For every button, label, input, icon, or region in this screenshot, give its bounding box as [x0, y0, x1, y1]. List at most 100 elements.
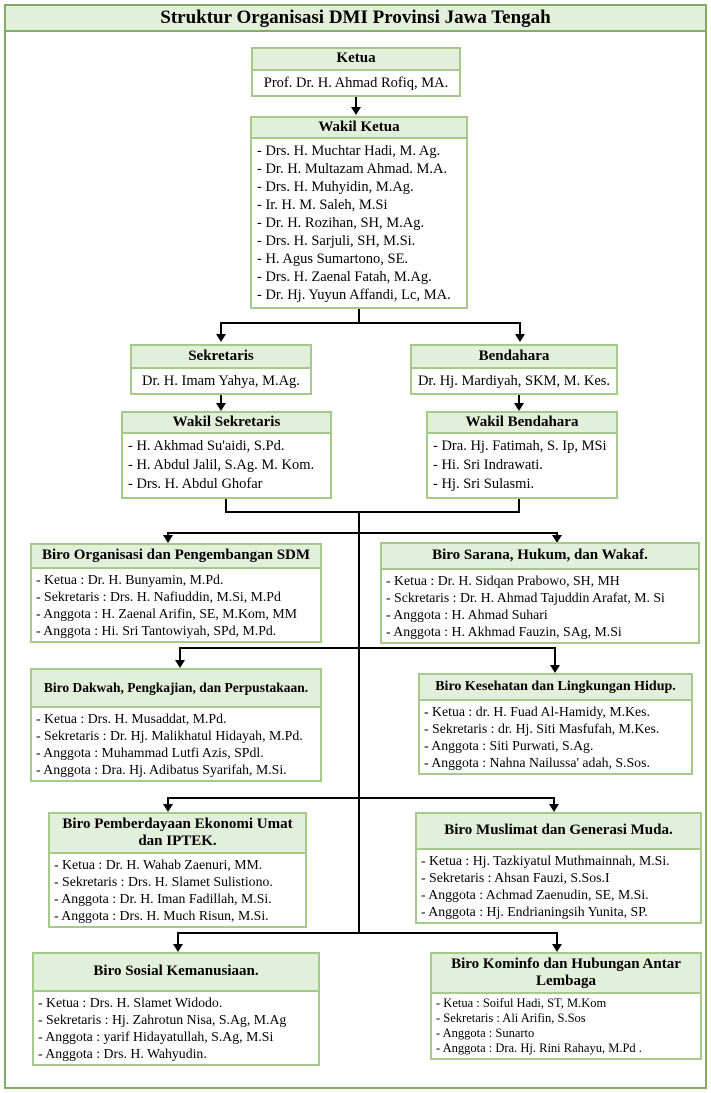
node-biro-kominfo: Biro Kominfo dan Hubungan Antar Lembaga … — [430, 952, 702, 1060]
list-item: - Drs. H. Sarjuli, SH, M.Si. — [257, 233, 416, 249]
node-biro-dakwah-list: - Ketua : Drs. H. Musaddat, M.Pd. - Sekre… — [32, 708, 320, 780]
list-item: - Anggota : Siti Purwati, S.Ag. — [424, 738, 594, 753]
node-sekretaris: Sekretaris Dr. H. Imam Yahya, M.Ag. — [130, 344, 312, 395]
connector-line — [553, 797, 555, 805]
arrow-down-icon — [351, 107, 361, 115]
connector-line — [179, 647, 181, 661]
list-item: - Sekretaris : Ahsan Fauzi, S.Sos.I — [421, 870, 610, 885]
list-item: - Hj. Sri Sulasmi. — [433, 476, 535, 492]
arrow-down-icon — [552, 944, 562, 952]
list-item: - Anggota : Sunarto — [436, 1026, 535, 1040]
connector-line — [225, 511, 520, 513]
connector-line — [167, 797, 169, 805]
list-item: - Dr. H. Rozihan, SH, M.Ag. — [257, 215, 425, 231]
list-item: - Drs. H. Abdul Ghofar — [128, 476, 263, 492]
node-bendahara-header: Bendahara — [412, 346, 616, 369]
list-item: - Anggota : Dra. Hj. Rini Rahayu, M.Pd . — [436, 1041, 642, 1055]
list-item: - Dra. Hj. Fatimah, S. Ip, MSi — [433, 438, 607, 454]
node-biro-sosial-header: Biro Sosial Kemanusiaan. — [34, 954, 318, 992]
list-item: - Anggota : Drs. H. Much Risun, M.Si. — [54, 908, 269, 923]
node-biro-organisasi-list: - Ketua : Dr. H. Bunyamin, M.Pd.- Sekret… — [32, 569, 320, 641]
arrow-down-icon — [175, 660, 185, 668]
node-biro-sarana: Biro Sarana, Hukum, dan Wakaf. - Ketua :… — [380, 542, 700, 644]
list-item: - Anggota : Hj. Endrianingsih Yunita, SP… — [421, 904, 648, 919]
arrow-down-icon — [552, 535, 562, 543]
node-ketua-header: Ketua — [253, 49, 459, 71]
connector-spine — [358, 511, 360, 934]
node-sekretaris-name: Dr. H. Imam Yahya, M.Ag. — [132, 369, 310, 393]
list-item: - Anggota : Achmad Zaenudin, SE, M.Si. — [421, 887, 649, 902]
node-biro-kesehatan-list: - Ketua : dr. H. Fuad Al-Hamidy, M.Kes.-… — [420, 701, 691, 773]
connector-line — [554, 647, 556, 666]
list-item: - Sekretaris : Drs. H. Slamet Sulistiono… — [54, 874, 273, 889]
node-biro-dakwah: Biro Dakwah, Pengkajian, dan Perpustakaa… — [30, 668, 322, 782]
node-wakil-sekretaris-list: - H. Akhmad Su'aidi, S.Pd. - H. Abdul Jal… — [123, 434, 330, 497]
node-ketua: Ketua Prof. Dr. H. Ahmad Rofiq, MA. — [251, 47, 461, 97]
node-biro-muslimat: Biro Muslimat dan Generasi Muda. - Ketua… — [415, 812, 702, 924]
arrow-down-icon — [514, 403, 524, 411]
list-item: - Drs. H. Muchtar Hadi, M. Ag. — [257, 143, 441, 159]
connector-line — [556, 532, 558, 537]
node-wakil-ketua: Wakil Ketua - Drs. H. Muchtar Hadi, M. A… — [250, 116, 468, 309]
list-item: - Drs. H. Muhyidin, M.Ag. — [257, 179, 414, 195]
connector-line — [518, 392, 520, 403]
node-biro-organisasi: Biro Organisasi dan Pengembangan SDM - K… — [30, 543, 322, 643]
node-biro-organisasi-header: Biro Organisasi dan Pengembangan SDM — [32, 545, 320, 569]
list-item: - Ketua : Soiful Hadi, ST, M.Kom — [436, 996, 607, 1010]
list-item: - Anggota : H. Akhmad Fauzin, SAg, M.Si — [386, 624, 622, 639]
node-biro-kominfo-list: - Ketua : Soiful Hadi, ST, M.Kom- Sekret… — [432, 994, 700, 1058]
connector-line — [167, 797, 555, 799]
connector-line — [167, 532, 558, 534]
arrow-down-icon — [163, 804, 173, 812]
list-item: - Ketua : Dr. H. Bunyamin, M.Pd. — [36, 572, 224, 587]
list-item: - H. Akhmad Su'aidi, S.Pd. — [128, 438, 285, 454]
list-item: - Hi. Sri Indrawati. — [433, 457, 543, 473]
node-ketua-name: Prof. Dr. H. Ahmad Rofiq, MA. — [253, 71, 459, 95]
list-item: - Anggota : yarif Hidayatullah, S.Ag, M.… — [38, 1029, 274, 1044]
node-biro-pemberdayaan-list: - Ketua : Dr. H. Wahab Zaenuri, MM.- Sek… — [50, 854, 305, 926]
connector-line — [177, 932, 179, 945]
list-item: - Anggota : H. Ahmad Suhari — [386, 607, 548, 622]
connector-line — [355, 93, 357, 108]
node-biro-kominfo-header: Biro Kominfo dan Hubungan Antar Lembaga — [432, 954, 700, 994]
connector-line — [518, 492, 520, 513]
list-item: - Anggota : Muhammad Lutfi Azis, SPdl. — [36, 745, 264, 760]
list-item: - Anggota : Dra. Hj. Adibatus Syarifah, … — [36, 762, 287, 777]
list-item: - Anggota : Dr. H. Iman Fadillah, M.Si. — [54, 891, 272, 906]
node-biro-pemberdayaan: Biro Pemberdayaan Ekonomi Umat dan IPTEK… — [48, 812, 307, 928]
node-wakil-ketua-list: - Drs. H. Muchtar Hadi, M. Ag.- Dr. H. M… — [252, 139, 466, 307]
list-item: - Ir. H. M. Saleh, M.Si — [257, 197, 388, 213]
list-item: - Sekretaris : Hj. Zahrotun Nisa, S.Ag, … — [38, 1012, 287, 1027]
arrow-down-icon — [173, 944, 183, 952]
node-bendahara: Bendahara Dr. Hj. Mardiyah, SKM, M. Kes. — [410, 344, 618, 395]
node-biro-sosial-list: - Ketua : Drs. H. Slamet Widodo.- Sekret… — [34, 992, 318, 1064]
list-item: - Sekretaris : dr. Hj. Siti Masfufah, M.… — [424, 721, 660, 736]
node-wakil-bendahara-list: - Dra. Hj. Fatimah, S. Ip, MSi - Hi. Sri … — [428, 434, 616, 497]
list-item: - Anggota : H. Zaenal Arifin, SE, M.Kom,… — [36, 606, 297, 621]
list-item: - H. Abdul Jalil, S.Ag. M. Kom. — [128, 457, 315, 473]
node-biro-kesehatan-header: Biro Kesehatan dan Lingkungan Hidup. — [420, 675, 691, 701]
connector-line — [167, 532, 169, 537]
arrow-down-icon — [515, 334, 525, 342]
node-wakil-sekretaris-header: Wakil Sekretaris — [123, 413, 330, 434]
node-wakil-ketua-header: Wakil Ketua — [252, 118, 466, 139]
connector-line — [358, 305, 360, 323]
list-item: - H. Agus Sumartono, SE. — [257, 251, 409, 267]
arrow-down-icon — [550, 665, 560, 673]
list-item: - Dr. Hj. Yuyun Affandi, Lc, MA. — [257, 287, 451, 303]
connector-line — [179, 647, 556, 649]
connector-line — [220, 322, 222, 334]
arrow-down-icon — [216, 334, 226, 342]
list-item: - Sekretaris : Dr. Hj. Malikhatul Hidaya… — [36, 728, 303, 743]
connector-line — [177, 932, 558, 934]
chart-title: Struktur Organisasi DMI Provinsi Jawa Te… — [4, 4, 707, 32]
arrow-down-icon — [163, 535, 173, 543]
list-item: - Anggota : Nahna Nailussa' adah, S.Sos. — [424, 755, 650, 770]
node-biro-pemberdayaan-header: Biro Pemberdayaan Ekonomi Umat dan IPTEK… — [50, 814, 305, 854]
arrow-down-icon — [549, 804, 559, 812]
node-biro-muslimat-list: - Ketua : Hj. Tazkiyatul Muthmainnah, M.… — [417, 850, 700, 922]
node-biro-sarana-list: - Ketua : Dr. H. Sidqan Prabowo, SH, MH -… — [382, 570, 698, 642]
list-item: - Ketua : Drs. H. Musaddat, M.Pd. — [36, 711, 227, 726]
list-item: - Ketua : Dr. H. Sidqan Prabowo, SH, MH — [386, 573, 620, 588]
